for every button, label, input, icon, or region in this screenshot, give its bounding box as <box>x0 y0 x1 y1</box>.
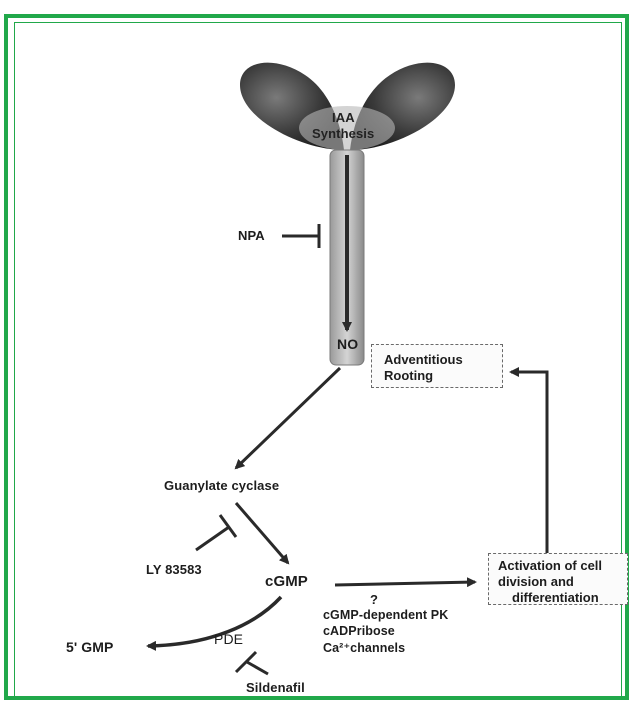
mediator-cgmp-pk: cGMP-dependent PK <box>323 608 448 622</box>
synthesis-label: Synthesis <box>312 126 374 141</box>
mediator-cadpribose: cADPribose <box>323 624 395 638</box>
activation-to-rooting-arrow <box>511 372 547 553</box>
ly-label: LY 83583 <box>146 562 202 577</box>
activation-label-1: Activation of cell <box>498 558 602 573</box>
rooting-label: Rooting <box>384 368 433 383</box>
ly-inhibition-line <box>196 527 229 550</box>
npa-label: NPA <box>238 228 265 243</box>
no-to-guanylate-arrow <box>236 368 340 468</box>
mediator-ca-channels: Ca²⁺channels <box>323 640 405 655</box>
guanylate-to-cgmp-arrow <box>236 503 288 563</box>
cgmp-label: cGMP <box>265 573 308 590</box>
no-label: NO <box>337 336 358 352</box>
five-gmp-label: 5' GMP <box>66 639 114 655</box>
guanylate-cyclase-label: Guanylate cyclase <box>164 478 279 493</box>
ly-inhibition-bar <box>220 515 236 537</box>
sildenafil-label: Sildenafil <box>246 680 305 695</box>
sildenafil-inhibition-bar <box>236 652 256 672</box>
pde-label: PDE <box>214 631 243 647</box>
cgmp-to-activation-arrow <box>335 582 475 585</box>
sildenafil-inhibition-line <box>247 662 268 674</box>
iaa-label: IAA <box>332 110 355 125</box>
activation-label-2: division and <box>498 574 574 589</box>
unknown-mediator-mark: ? <box>370 592 378 607</box>
adventitious-label: Adventitious <box>384 352 463 367</box>
activation-label-3: differentiation <box>512 590 599 605</box>
